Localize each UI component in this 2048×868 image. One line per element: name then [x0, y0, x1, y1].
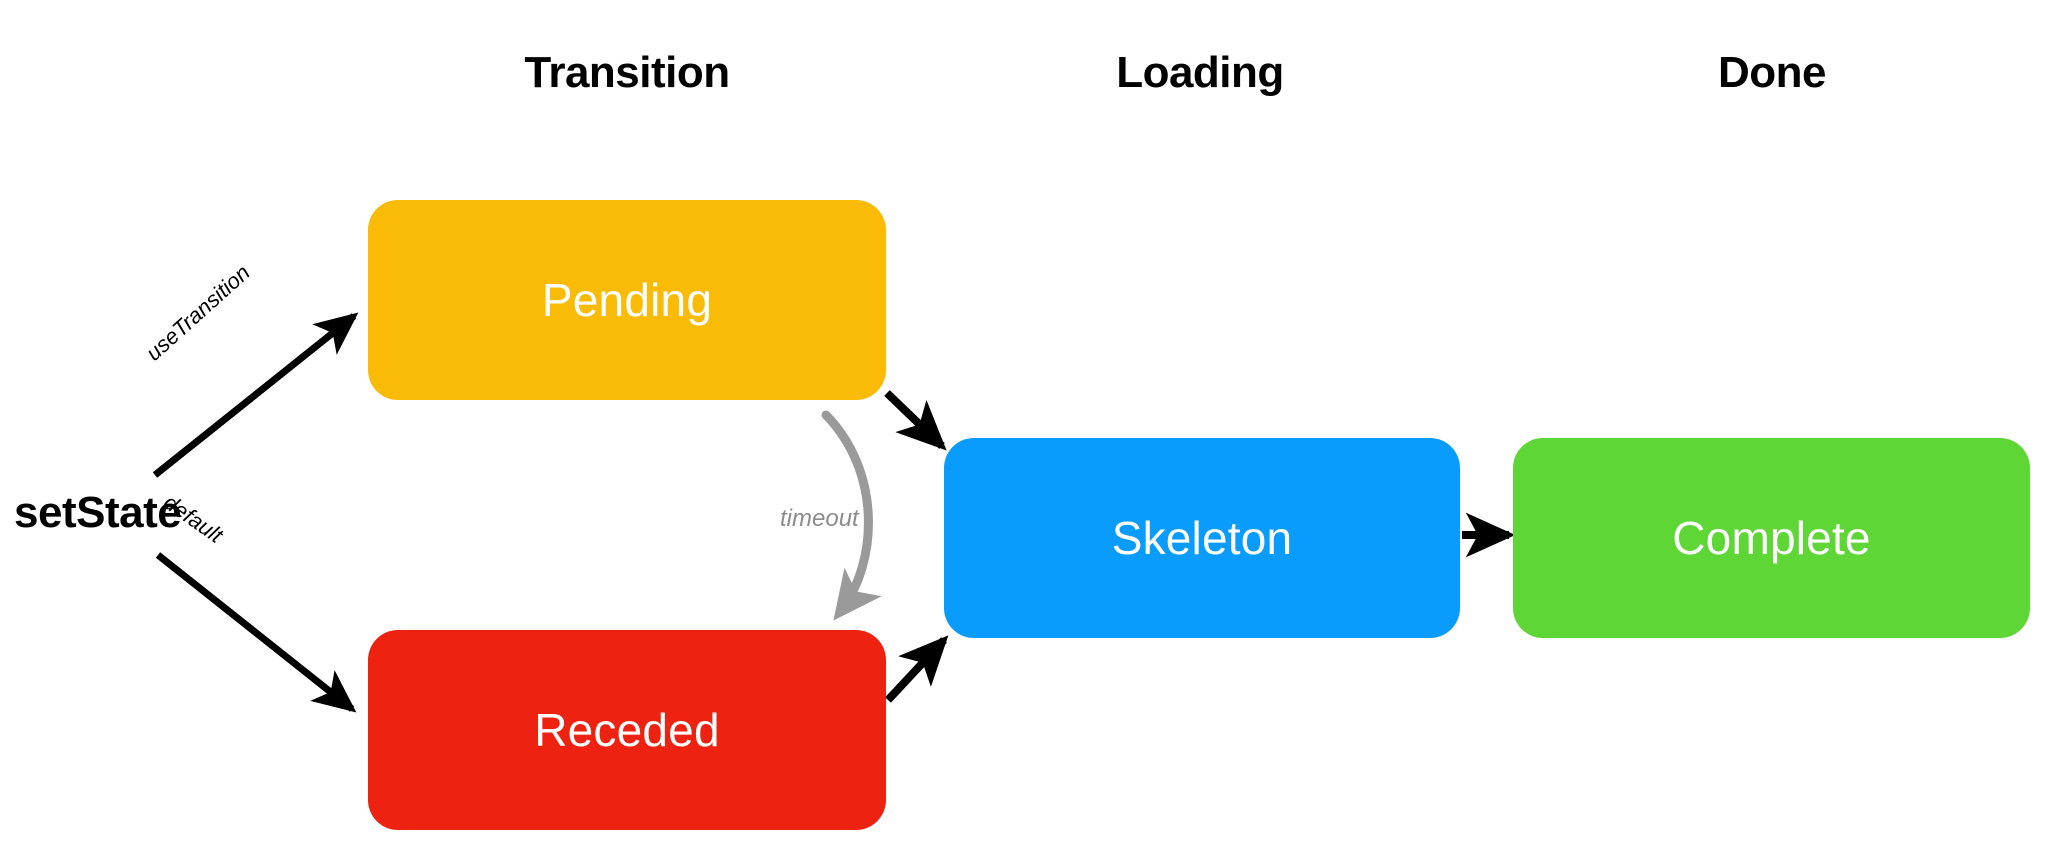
edge-pending-to-skeleton	[884, 390, 947, 451]
state-node-complete-label: Complete	[1672, 512, 1871, 564]
state-node-pending[interactable]: Pending	[368, 200, 886, 400]
state-node-skeleton[interactable]: Skeleton	[944, 438, 1460, 638]
state-node-skeleton-label: Skeleton	[1111, 512, 1293, 564]
state-node-receded-label: Receded	[534, 704, 720, 756]
column-header-loading: Loading	[1116, 48, 1284, 97]
edge-label-timeout: timeout	[780, 505, 859, 532]
edge-receded-to-skeleton	[885, 635, 949, 703]
source-label-setstate: setState	[14, 488, 182, 537]
edge-label-usetransition: useTransition	[141, 259, 255, 366]
state-node-complete[interactable]: Complete	[1513, 438, 2030, 638]
state-node-receded[interactable]: Receded	[368, 630, 886, 830]
state-node-pending-label: Pending	[541, 274, 713, 326]
edge-setstate-to-receded	[155, 552, 357, 713]
column-header-done: Done	[1718, 48, 1827, 97]
column-header-transition: Transition	[524, 48, 730, 97]
